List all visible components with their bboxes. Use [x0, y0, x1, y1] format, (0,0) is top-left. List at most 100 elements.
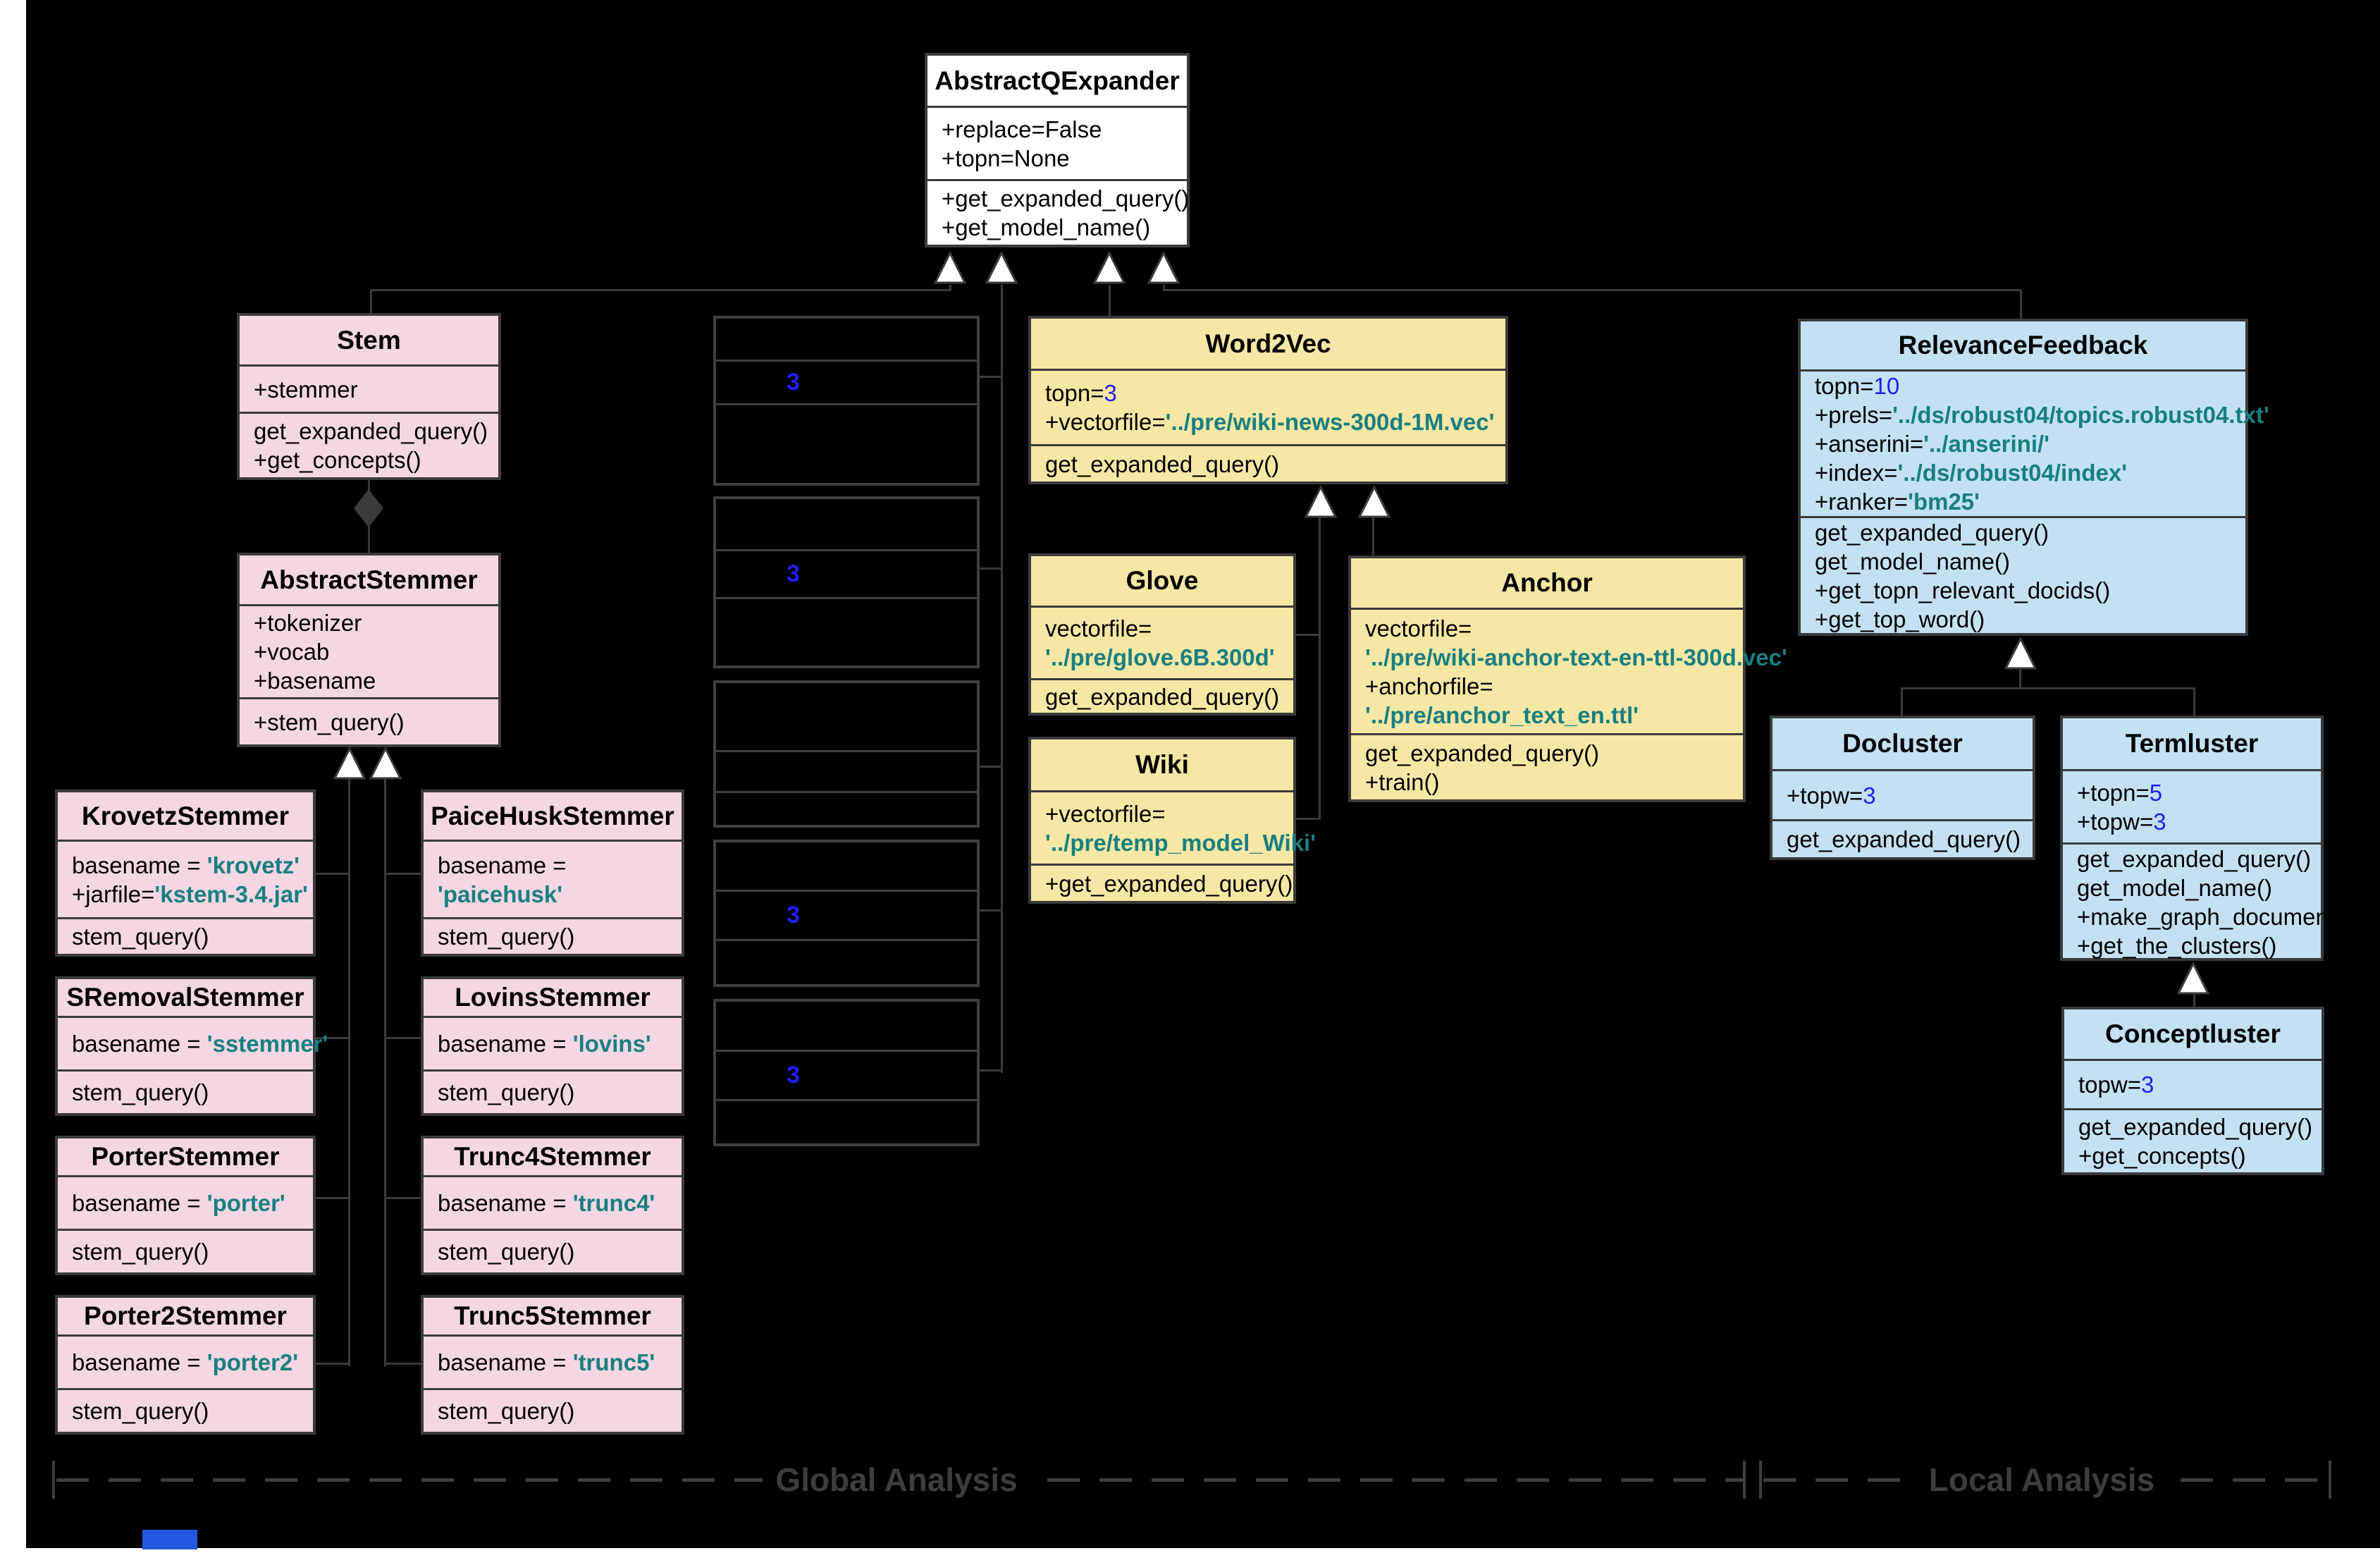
class-member-line: +topw=3 — [1787, 782, 1876, 809]
class-member-line: stem_query() — [438, 1239, 575, 1265]
class-member-line: +vocab — [254, 639, 330, 665]
class-attributes: vectorfile='../pre/glove.6B.300d' — [1031, 606, 1293, 678]
connector-line — [2193, 990, 2195, 1008]
class-member-line: +topn=5 — [2077, 779, 2163, 806]
connector-line — [1901, 687, 2195, 689]
class-member-line: +vectorfile='../pre/wiki-news-300d-1M.ve… — [1045, 409, 1495, 435]
class-member-line: 3 — [787, 560, 800, 587]
class-title: Trunc5Stemmer — [454, 1301, 651, 1330]
class-member-line: +basename — [254, 668, 376, 694]
class-PorterStemmer: PorterStemmer basename = 'porter' stem_q… — [55, 1136, 316, 1275]
connector-line — [348, 777, 350, 1366]
class-methods: get_expanded_query() — [1772, 819, 2033, 857]
class-title — [716, 319, 977, 360]
class-member-line: +replace=False — [942, 116, 1102, 142]
class-Trunc5Stemmer: Trunc5Stemmer basename = 'trunc5' stem_q… — [421, 1295, 684, 1435]
divider-tick — [1759, 1461, 1762, 1499]
class-Word2Vec: Word2Vec topn=3+vectorfile='../pre/wiki-… — [1028, 316, 1508, 484]
inheritance-arrow-icon — [2177, 962, 2209, 995]
left-white-strip — [0, 0, 26, 1553]
class-attributes: +topn=5+topw=3 — [2063, 769, 2321, 842]
class-member-line: +get_expanded_query() — [942, 185, 1190, 211]
class-member-line: basename = 'porter' — [72, 1190, 285, 1216]
connector-line — [1319, 515, 1321, 820]
class-title: Trunc4Stemmer — [454, 1142, 651, 1171]
connector-line — [316, 1197, 350, 1199]
class-title: Wiki — [1135, 750, 1189, 779]
connector-line — [980, 1069, 1003, 1072]
class-methods: stem_query() — [424, 1229, 682, 1272]
class-member-line: vectorfile= — [1365, 615, 1472, 642]
class-member-line: +get_topn_relevant_docids() — [1815, 577, 2111, 603]
class-member-line: stem_query() — [72, 1398, 209, 1424]
class-attributes: +replace=False+topn=None — [927, 106, 1187, 179]
class-AbstractStemmer: AbstractStemmer +tokenizer +vocab +basenam… — [237, 553, 501, 747]
class-methods: stem_query() — [424, 1388, 682, 1432]
connector-line — [370, 289, 951, 291]
inheritance-arrow-icon — [1305, 486, 1337, 518]
class-member-line: stem_query() — [438, 923, 575, 950]
class-attributes: 3 — [716, 1050, 977, 1099]
connector-line — [385, 1363, 422, 1365]
composition-diamond-icon — [354, 489, 383, 527]
connector-line — [370, 289, 372, 314]
class-attributes: basename = 'lovins' — [424, 1016, 682, 1069]
class-Termluster: Termluster +topn=5+topw=3 get_expanded_q… — [2060, 716, 2350, 961]
class-methods: stem_query() — [58, 1069, 313, 1113]
class-member-line: topn=10 — [1815, 373, 1900, 399]
class-member-line: +tokenizer — [254, 610, 362, 636]
connector-line — [949, 285, 951, 291]
class-title — [716, 1002, 977, 1050]
class-member-line: topw=3 — [2078, 1072, 2154, 1098]
class-methods: stem_query() — [58, 1388, 313, 1432]
class-title — [716, 499, 977, 549]
class-methods — [716, 791, 977, 825]
class-title: Word2Vec — [1205, 329, 1331, 358]
class-member-line: +anserini='../anserini/' — [1815, 431, 2050, 457]
class-member-line: +prels='../ds/robust04/topics.robust04.t… — [1815, 402, 2269, 428]
class-title — [716, 683, 977, 750]
class-methods: stem_query() — [58, 1229, 313, 1272]
class-member-line: '../pre/glove.6B.300d' — [1045, 644, 1275, 670]
connector-line — [980, 376, 1003, 378]
class-member-line: +stemmer — [254, 376, 358, 403]
class-methods — [716, 403, 977, 483]
local-analysis-label: Local Analysis — [1916, 1461, 2168, 1499]
class-methods: get_expanded_query()get_model_name()+mak… — [2063, 842, 2350, 960]
class-member-line: stem_query() — [438, 1398, 575, 1424]
class-methods: stem_query() — [58, 917, 313, 954]
class-title: Stem — [337, 325, 401, 355]
connector-line — [1296, 634, 1320, 636]
inheritance-arrow-icon — [934, 252, 966, 284]
divider-tick — [2329, 1461, 2331, 1499]
connector-line — [1296, 818, 1320, 820]
class-member-line: get_model_name() — [2077, 875, 2272, 901]
inheritance-arrow-icon — [1147, 252, 1180, 284]
class-Trunc4Stemmer: Trunc4Stemmer basename = 'trunc4' stem_q… — [421, 1136, 684, 1275]
class-methods — [716, 1099, 977, 1143]
class-member-line: '../pre/anchor_text_en.ttl' — [1365, 701, 1639, 728]
class-member-line: basename = — [438, 852, 567, 878]
class-methods — [716, 597, 977, 665]
class-attributes: basename = 'trunc4' — [424, 1175, 682, 1229]
class-hidden-1: 3 — [713, 316, 980, 486]
class-member-line: get_expanded_query() — [1365, 739, 1600, 766]
class-member-line: stem_query() — [438, 1079, 575, 1105]
class-title: Anchor — [1501, 568, 1593, 597]
class-attributes: basename = 'krovetz'+jarfile='kstem-3.4.… — [58, 840, 313, 917]
class-member-line: vectorfile= — [1045, 615, 1152, 642]
class-methods: +stem_query() — [240, 697, 498, 744]
class-attributes: topn=10 +prels='../ds/robust04/topics.rob… — [1801, 369, 2269, 516]
connector-line — [980, 567, 1003, 570]
class-attributes: basename = 'sstemmer' — [58, 1016, 328, 1069]
class-member-line: +get_expanded_query() — [1045, 870, 1293, 897]
class-methods: get_expanded_query() — [1031, 444, 1505, 481]
inheritance-arrow-icon — [2004, 637, 2037, 670]
class-member-line: get_expanded_query() — [1815, 520, 2049, 546]
connector-line — [316, 873, 350, 875]
class-attributes: basename ='paicehusk' — [424, 840, 682, 917]
class-member-line: 3 — [787, 1062, 800, 1088]
class-title: AbstractStemmer — [260, 565, 478, 594]
class-member-line: get_expanded_query() — [2078, 1114, 2313, 1140]
class-methods — [716, 939, 977, 984]
